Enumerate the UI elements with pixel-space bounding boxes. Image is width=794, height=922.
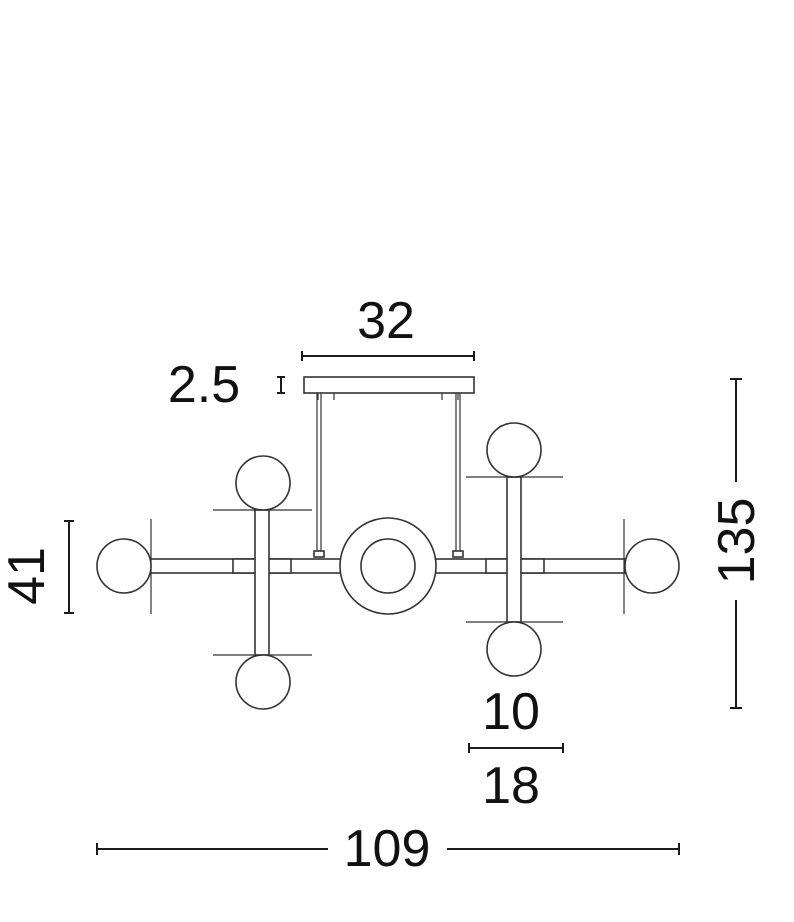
suspension-wires	[313, 393, 464, 558]
right-vertical-arm	[466, 476, 563, 623]
shade-width-label: 18	[482, 757, 540, 815]
globe-right-bottom	[486, 621, 542, 677]
ceiling-canopy	[303, 376, 475, 400]
overall-height-label: 135	[708, 498, 766, 585]
dimension-lamp-height: 41	[0, 520, 74, 614]
globe-diameter-label: 10	[482, 683, 540, 741]
globe-far-right	[624, 538, 680, 594]
dimension-canopy-width: 32	[301, 292, 475, 361]
dimension-canopy-height: 2.5	[168, 356, 285, 414]
total-width-label: 109	[344, 820, 431, 878]
dimension-globe-shade: 10 18	[468, 683, 564, 815]
globe-far-left	[96, 538, 152, 594]
globe-left-bottom	[235, 654, 291, 710]
globe-right-top	[486, 422, 542, 478]
left-vertical-arm	[213, 509, 312, 656]
globe-left-top	[235, 455, 291, 511]
dimension-total-width: 109	[96, 820, 680, 878]
lamp-height-label: 41	[0, 547, 56, 605]
canopy-width-label: 32	[357, 292, 415, 350]
dimension-overall-height: 135	[708, 378, 766, 709]
canopy-height-label: 2.5	[168, 356, 240, 414]
center-ring	[339, 517, 437, 615]
